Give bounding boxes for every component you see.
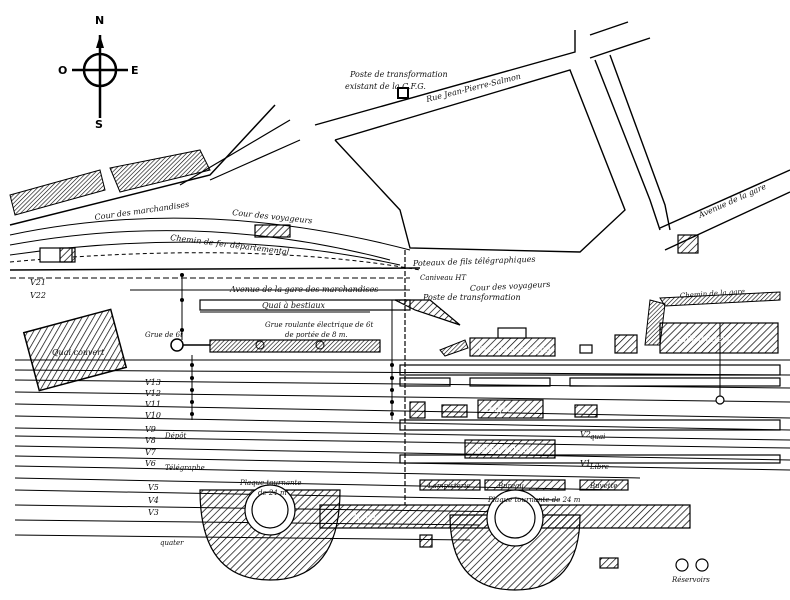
label-pont-tournant-1b: de 24 m xyxy=(258,489,287,497)
compass-west-label: O xyxy=(58,64,67,77)
label-buvette: Buvette xyxy=(589,482,618,490)
depot-area xyxy=(199,484,691,591)
track-v10: V10 xyxy=(145,411,161,420)
label-v-quai: quai xyxy=(590,433,605,441)
label-cour-voyageurs-top: Cour des voyageurs xyxy=(232,208,313,225)
label-pont-tournant-2: Plaque tournante de 24 m xyxy=(487,496,581,504)
track-v7: V7 xyxy=(145,448,157,457)
town-streets xyxy=(314,21,790,253)
track-v21: V21 xyxy=(30,278,46,287)
upper-left-blocks xyxy=(9,104,301,226)
label-v-depot: Dépôt xyxy=(164,432,186,440)
label-pont-tournant-1: Plaque tournante xyxy=(239,479,302,487)
compass-rose: N S E O xyxy=(58,14,139,131)
label-v-tel: Télégraphe xyxy=(165,464,205,472)
label-bureau: Bureau xyxy=(497,482,524,490)
track-v1: V1 xyxy=(580,459,591,468)
track-v8: V8 xyxy=(145,436,156,445)
track-v13: V13 xyxy=(145,378,161,387)
awnings xyxy=(439,291,781,357)
label-grue-roulante-2: de portée de 8 m. xyxy=(285,331,348,339)
compass-north-label: N xyxy=(95,14,104,27)
track-v2: V2 xyxy=(580,430,591,439)
label-poste-transformation: Poste de transformation xyxy=(422,293,521,302)
label-avenue-marchandises: Avenue de la gare des marchandises xyxy=(229,285,378,294)
label-reservoirs: Réservoirs xyxy=(671,576,710,584)
freight-tracks xyxy=(9,217,421,313)
track-v12: V12 xyxy=(145,389,161,398)
label-bureaux-voyageurs: Bureau des voyageurs xyxy=(477,345,568,354)
crane-runway xyxy=(170,338,381,353)
label-salle-attente-2: Salle d'attente xyxy=(475,445,534,454)
transformer-station xyxy=(394,87,461,326)
label-gare-6c: Grue de 6t xyxy=(145,331,183,339)
track-v6: V6 xyxy=(145,459,156,468)
label-v-quater: quater xyxy=(160,539,184,547)
label-avenue-gare: Avenue de la gare xyxy=(696,182,768,220)
label-v-lib: Libre xyxy=(589,463,609,471)
label-ligne-telegraphique: Poteaux de fils télégraphiques xyxy=(412,255,536,268)
label-salle-attente: Salle d'attente xyxy=(676,335,735,344)
label-cour-voyageurs-mid: Cour des voyageurs xyxy=(470,280,551,293)
label-grue-roulante-1: Grue roulante électrique de 6t xyxy=(265,321,373,329)
compass-east-label: E xyxy=(131,64,139,77)
label-lampisterie: Lampisterie xyxy=(427,482,470,490)
track-v4: V4 xyxy=(148,496,159,505)
track-v5: V5 xyxy=(148,483,159,492)
goods-shed: Quai couvert xyxy=(22,308,128,392)
platforms xyxy=(199,299,781,464)
quai-couvert-label: Quai couvert xyxy=(52,348,105,357)
track-v9: V9 xyxy=(145,425,156,434)
label-caniveau: Caniveau HT xyxy=(420,274,467,282)
label-quai-bestiaux: Quai à bestiaux xyxy=(262,301,326,310)
compass-south-label: S xyxy=(95,118,103,131)
track-v11: V11 xyxy=(145,400,161,409)
station-buildings xyxy=(39,224,779,572)
track-numbers: V21 V22 V13 V12 V11 V10 V9 V8 V7 V6 V5 V… xyxy=(30,278,591,517)
label-poste-existant-1: Poste de transformation xyxy=(349,70,448,79)
label-poste-existant-2: existant de la C.F.G. xyxy=(345,82,426,91)
track-v22: V22 xyxy=(30,291,46,300)
post-columns xyxy=(180,250,406,505)
label-atelier: Atelier xyxy=(351,513,380,522)
label-buffet: Buffet xyxy=(485,405,511,414)
track-v3: V3 xyxy=(148,508,159,517)
